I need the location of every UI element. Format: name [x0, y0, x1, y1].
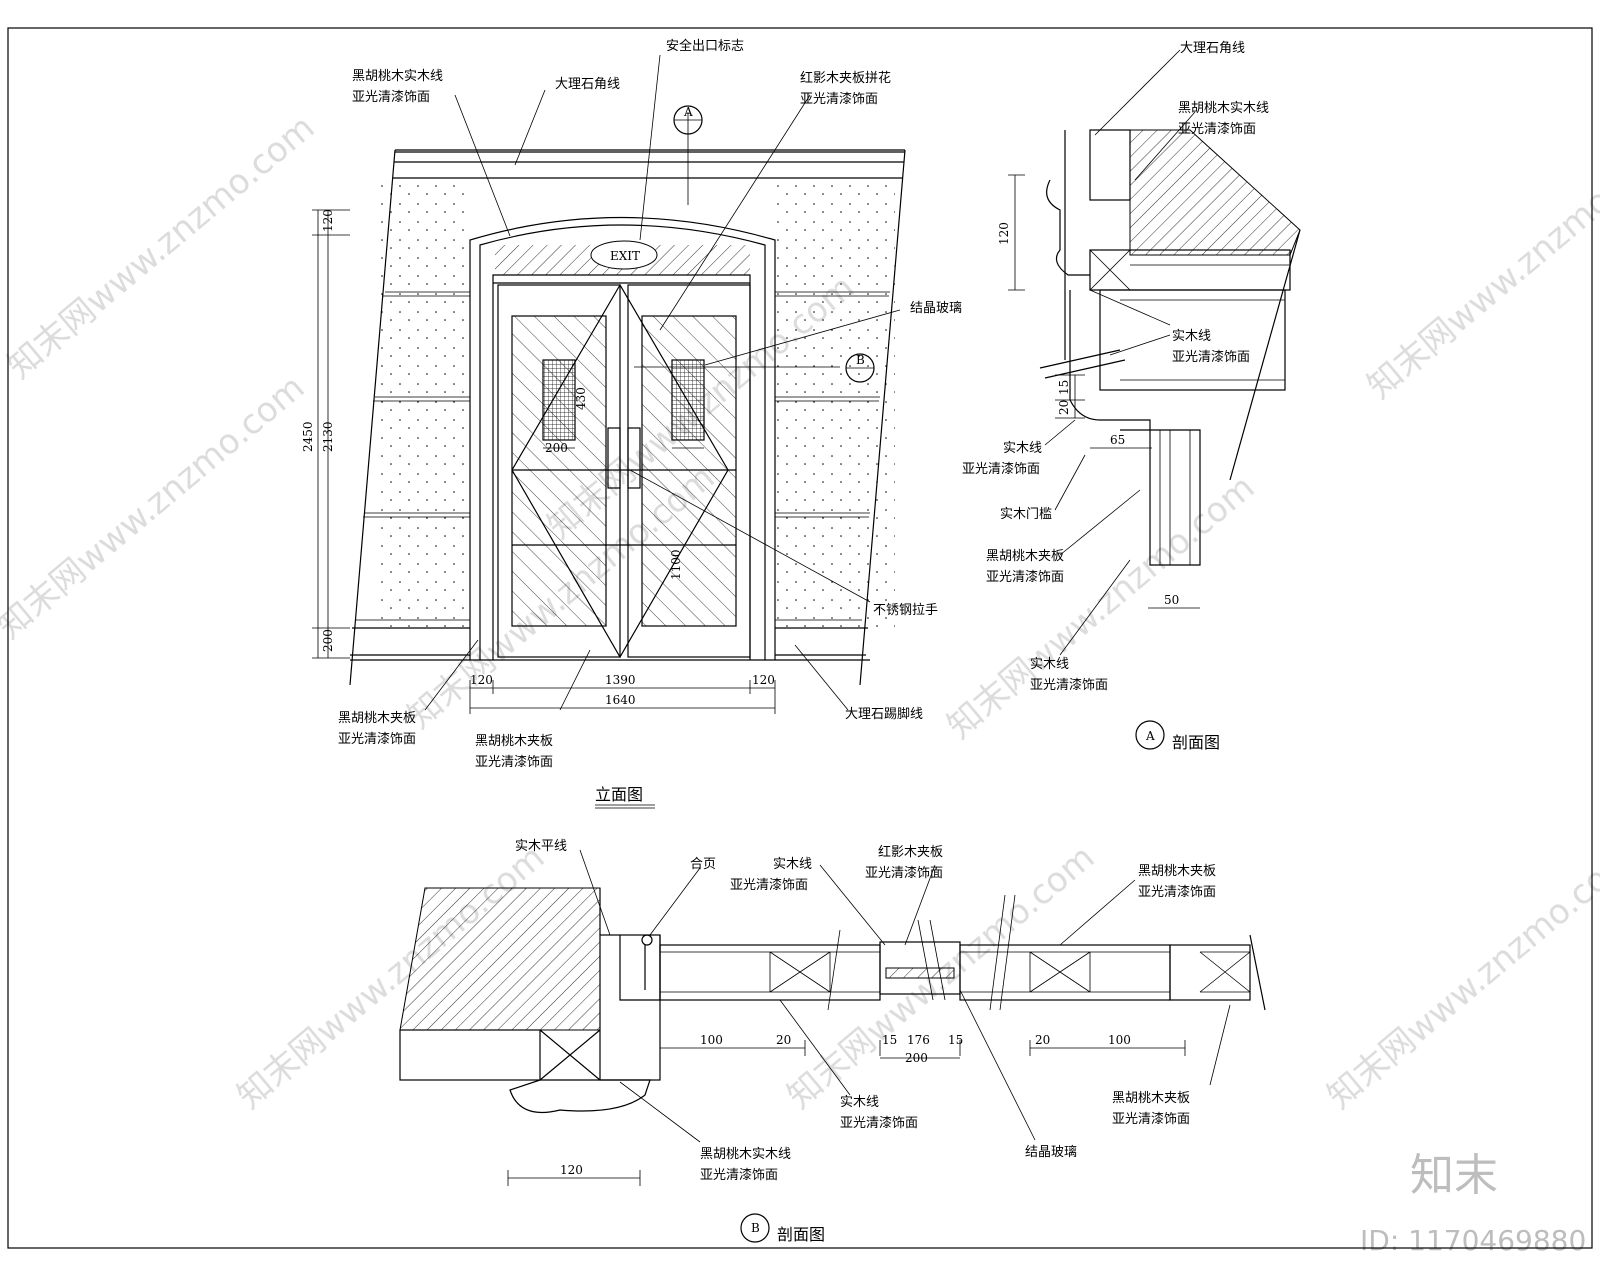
section-a-labels: 大理石角线 黑胡桃木实木线 亚光清漆饰面 实木线 亚光清漆饰面 实木线 亚光清漆…	[962, 41, 1269, 752]
dim-120-top: 120	[321, 209, 335, 232]
dim-a-65: 65	[1110, 433, 1125, 447]
sheet-border	[7, 27, 1593, 1249]
label-a-door-frame: 实木门槛	[1000, 507, 1052, 522]
section-a-drawing: 120 20 15 65 50 A	[997, 49, 1301, 750]
dim-200-bottom: 200	[321, 629, 335, 652]
label-a-solid-line-b-finish: 亚光清漆饰面	[962, 461, 1040, 477]
label-b-solid-line-finish: 亚光清漆饰面	[730, 877, 808, 893]
label-b-walnut-line-finish: 亚光清漆饰面	[700, 1167, 778, 1183]
dim-a-15: 15	[1057, 380, 1071, 395]
section-b-title-marker	[740, 1213, 770, 1243]
label-marble-top-line: 大理石角线	[555, 77, 620, 92]
label-a-solid-line-c-finish: 亚光清漆饰面	[1030, 677, 1108, 693]
section-b-marker-text: B	[751, 1221, 760, 1235]
label-steel-handle: 不锈钢拉手	[873, 603, 938, 618]
label-b-walnut-bottom-finish: 亚光清漆饰面	[1112, 1111, 1190, 1127]
glass-panel-right	[671, 359, 705, 441]
handle-right	[627, 427, 641, 489]
label-a-walnut-line-finish: 亚光清漆饰面	[1178, 121, 1256, 137]
section-b-drawing: 100 20 15 176 15 200 20 100 120 B	[399, 849, 1266, 1243]
label-walnut-line-finish: 亚光清漆饰面	[352, 89, 430, 105]
watermark-text: 知末网www.znzmo.com	[940, 467, 1262, 746]
label-walnut-panel-center: 黑胡桃木夹板	[475, 734, 553, 749]
label-exit-sign: 安全出口标志	[666, 38, 744, 54]
dim-b-20a: 20	[776, 1033, 791, 1047]
hinge-symbol	[641, 934, 653, 946]
section-a-marker-label: A	[683, 105, 693, 119]
label-rosewood: 红影木夹板拼花	[800, 70, 891, 86]
label-b-walnut-line: 黑胡桃木实木线	[700, 1147, 791, 1162]
dim-b-120: 120	[560, 1163, 583, 1177]
label-b-rosewood: 红影木夹板	[878, 844, 943, 860]
section-b-labels: 实木平线 合页 实木线 亚光清漆饰面 红影木夹板 亚光清漆饰面 黑胡桃木夹板 亚…	[515, 839, 1216, 1244]
label-a-solid-line-c: 实木线	[1030, 657, 1069, 672]
watermark-text: 知末网www.znzmo.com	[0, 367, 312, 646]
section-b-marker-label: B	[856, 353, 865, 367]
brand-logo-text: 知末	[1410, 1150, 1498, 1201]
exit-sign-text: EXIT	[610, 249, 640, 263]
label-b-walnut-right: 黑胡桃木夹板	[1138, 864, 1216, 879]
label-b-crystal-glass: 结晶玻璃	[1025, 1145, 1077, 1160]
dim-120-right: 120	[752, 673, 775, 687]
label-walnut-panel-left-finish: 亚光清漆饰面	[338, 731, 416, 747]
label-a-walnut-panel-finish: 亚光清漆饰面	[986, 569, 1064, 585]
label-crystal-glass: 结晶玻璃	[910, 301, 962, 316]
label-b-walnut-bottom: 黑胡桃木夹板	[1112, 1091, 1190, 1106]
door-casing	[469, 216, 776, 660]
dim-a-20: 20	[1057, 400, 1071, 415]
label-a-solid-line: 实木线	[1172, 329, 1211, 344]
label-a-solid-line-finish: 亚光清漆饰面	[1172, 349, 1250, 365]
dim-b-100b: 100	[1108, 1033, 1131, 1047]
dim-2130: 2130	[321, 421, 335, 452]
label-walnut-panel-left: 黑胡桃木夹板	[338, 711, 416, 726]
dim-b-15b: 15	[948, 1033, 963, 1047]
label-walnut-panel-center-finish: 亚光清漆饰面	[475, 754, 553, 770]
dim-glass-200: 200	[545, 441, 568, 455]
elevation-title: 立面图	[595, 785, 643, 804]
dim-b-20b: 20	[1035, 1033, 1050, 1047]
label-a-solid-line-b: 实木线	[1003, 441, 1042, 456]
wall-section	[399, 887, 601, 1031]
glass-section	[885, 967, 955, 979]
label-a-marble-line: 大理石角线	[1180, 41, 1245, 56]
dim-120-left: 120	[470, 673, 493, 687]
handle-left	[607, 427, 621, 489]
label-b-walnut-right-finish: 亚光清漆饰面	[1138, 884, 1216, 900]
watermark-text: 知末网www.znzmo.com	[1320, 837, 1600, 1116]
watermark-text: 知末网www.znzmo.com	[1360, 127, 1600, 406]
label-b-flat-line: 实木平线	[515, 839, 567, 854]
dim-a-120: 120	[997, 222, 1011, 245]
dim-b-15a: 15	[882, 1033, 897, 1047]
label-rosewood-finish: 亚光清漆饰面	[800, 91, 878, 107]
label-b-solid-line-b-finish: 亚光清漆饰面	[840, 1115, 918, 1131]
section-a-marker-text: A	[1145, 729, 1155, 743]
dim-2450: 2450	[301, 421, 315, 452]
dim-1640: 1640	[605, 693, 636, 707]
glass-panel-left	[542, 359, 576, 441]
label-a-walnut-line: 黑胡桃木实木线	[1178, 101, 1269, 116]
dim-a-50: 50	[1164, 593, 1179, 607]
dim-1390: 1390	[605, 673, 636, 687]
section-a-title-marker	[1135, 720, 1165, 750]
image-id-text: ID: 1170469880	[1360, 1224, 1586, 1257]
label-marble-skirting: 大理石踢脚线	[845, 706, 923, 722]
dim-glass-430: 430	[574, 387, 588, 410]
label-b-rosewood-finish: 亚光清漆饰面	[865, 865, 943, 881]
dim-b-100a: 100	[700, 1033, 723, 1047]
label-walnut-line: 黑胡桃木实木线	[352, 69, 443, 84]
label-b-hinge: 合页	[690, 857, 716, 872]
section-a-title: 剖面图	[1172, 733, 1220, 752]
section-b-title: 剖面图	[777, 1225, 825, 1244]
watermark-text: 知末网www.znzmo.com	[0, 107, 322, 386]
dim-handle-1100: 1100	[669, 549, 683, 580]
dim-b-176: 176	[907, 1033, 930, 1047]
elevation-drawing: EXIT A B 2450 2130 120 200	[301, 54, 906, 714]
label-b-solid-line-b: 实木线	[840, 1095, 879, 1110]
label-b-solid-line: 实木线	[773, 857, 812, 872]
elevation-labels: 安全出口标志 黑胡桃木实木线 亚光清漆饰面 大理石角线 红影木夹板拼花 亚光清漆…	[338, 38, 962, 809]
dim-b-200: 200	[905, 1051, 928, 1065]
label-a-walnut-panel: 黑胡桃木夹板	[986, 549, 1064, 564]
exit-sign	[590, 240, 658, 270]
